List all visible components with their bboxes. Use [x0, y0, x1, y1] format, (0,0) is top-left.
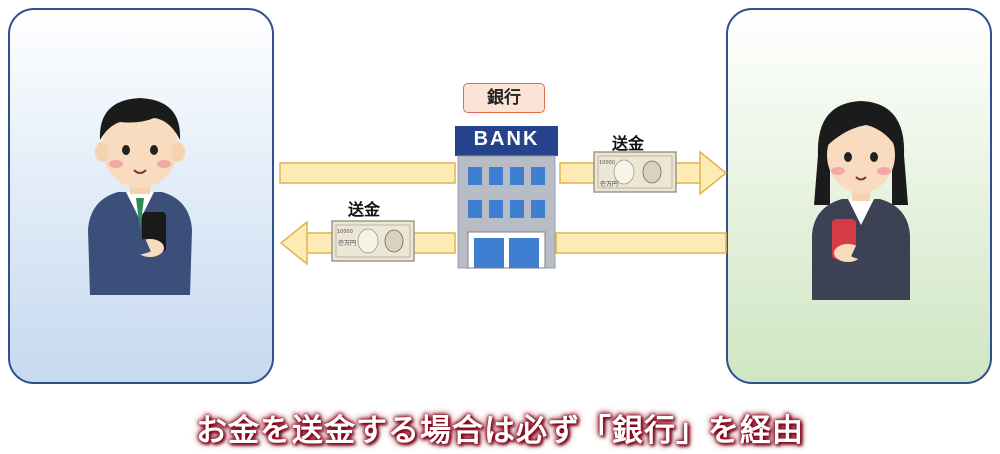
banknote-top-text: 壱万円	[600, 180, 618, 188]
bank-sign: BANK	[473, 128, 540, 150]
recipient-woman-illustration	[812, 101, 910, 300]
banknote-top-icon: 10000 壱万円	[593, 151, 677, 193]
banknote-bottom-number: 10000	[337, 229, 353, 235]
sender-man-illustration	[88, 98, 192, 295]
caption: お金を送金する場合は必ず「銀行」を経由	[196, 413, 804, 449]
banknote-bottom-text: 壱万円	[338, 239, 356, 247]
banknote-top-number: 10000	[599, 160, 615, 166]
bank-building-icon	[455, 126, 558, 269]
banknote-bottom-icon: 10000 壱万円	[331, 220, 415, 262]
transfer-label-bottom: 送金	[348, 200, 381, 219]
transfer-label-top: 送金	[612, 134, 645, 153]
bank-label: 銀行	[463, 83, 545, 113]
